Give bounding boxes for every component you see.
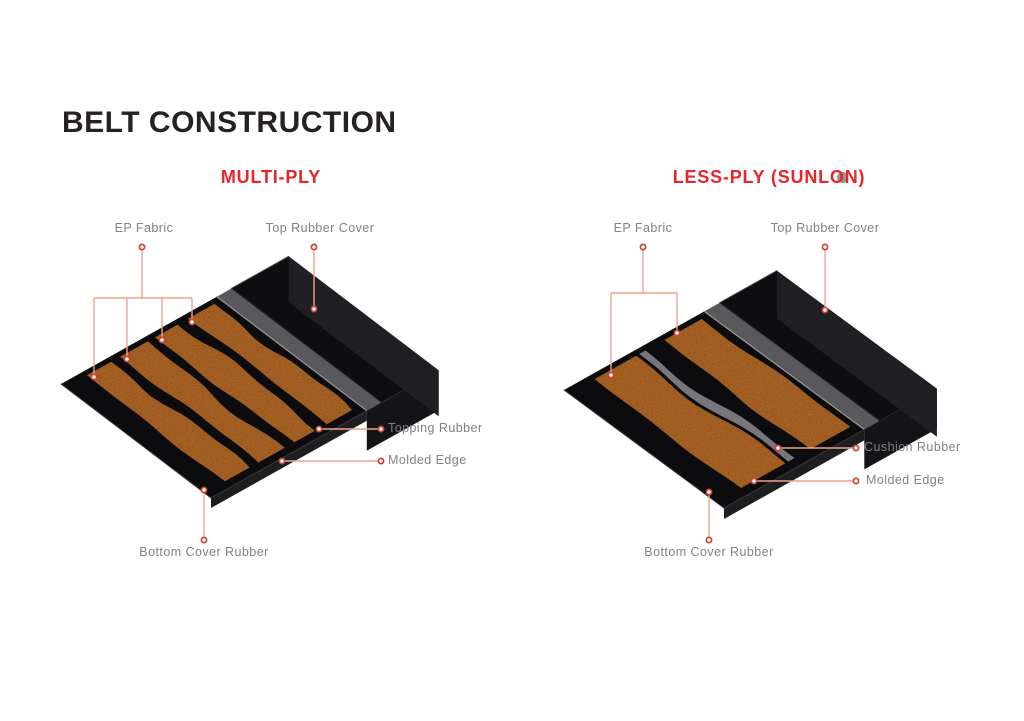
leader-dot (310, 243, 318, 251)
less-ply-belt-end-face (776, 270, 937, 437)
leader-dot (377, 425, 385, 433)
label-bottom-cover-rubber-less: Bottom Cover Rubber (644, 545, 774, 559)
leader-dot (774, 444, 782, 452)
multi-ply-belt-top-cover-seam (231, 287, 383, 403)
less-ply-annotations (607, 243, 860, 544)
label-bottom-cover-rubber-multi: Bottom Cover Rubber (139, 545, 269, 559)
multi-ply-belt-front-face (211, 410, 367, 508)
leader-dot (158, 336, 166, 344)
label-ep-fabric-less: EP Fabric (613, 221, 673, 235)
leader-dot (673, 329, 681, 337)
label-cushion-rubber: Cushion Rubber (864, 440, 961, 454)
multi-ply-belt-left-rim (60, 383, 212, 499)
multi-ply-belt-top-cover-far-rim (231, 255, 290, 289)
leader-dot (315, 425, 323, 433)
less-ply-belt-step-highlight-edge (703, 310, 865, 430)
leader-dot (123, 355, 131, 363)
leader-dot (705, 536, 713, 544)
leader-dot (852, 477, 860, 485)
fabric-ply-4 (187, 303, 352, 425)
label-top-rubber-cover-less: Top Rubber Cover (770, 221, 880, 235)
diagram-heading-multi-ply: MULTI-PLY (220, 167, 322, 187)
cushion-torn-edge (639, 350, 795, 462)
leader-dot (200, 486, 208, 494)
fabric-ply-2 (664, 319, 851, 450)
less-ply-belt-top-cover-seam (719, 302, 881, 422)
leader-dot (310, 305, 318, 313)
diagram-heading-less-ply: LESS-PLY (SUNLON) (672, 167, 866, 187)
label-topping-rubber: Topping Rubber (388, 421, 483, 435)
fabric-ply-3 (155, 324, 315, 443)
leader-dot (852, 444, 860, 452)
leader-dot (377, 457, 385, 465)
less-ply-belt-front-face (724, 429, 865, 519)
leader-dot (90, 373, 98, 381)
leader-dot (607, 371, 615, 379)
less-ply-belt-top-cover-far-rim (719, 270, 778, 304)
less-ply-belt-molded-edge-rim (723, 428, 865, 509)
leader-dot (750, 477, 758, 485)
fabric-ply-1 (87, 361, 250, 482)
leader-dot (200, 536, 208, 544)
multi-ply-belt-step-highlight-edge (216, 296, 368, 412)
leader-dot (639, 243, 647, 251)
label-top-rubber-cover-multi: Top Rubber Cover (265, 221, 375, 235)
fabric-ply-2 (120, 341, 285, 463)
multi-ply-belt-illustration (60, 255, 439, 508)
fabric-ply-1 (594, 355, 786, 488)
less-ply-belt-left-rim (563, 389, 725, 509)
leader-dot (821, 306, 829, 314)
multi-ply-belt-molded-edge-rim (210, 410, 368, 499)
label-ep-fabric-multi: EP Fabric (114, 221, 174, 235)
label-molded-edge-multi: Molded Edge (388, 453, 467, 467)
multi-ply-belt-step-gray-face (216, 288, 382, 411)
sunlon-o-gray-dot (837, 172, 848, 183)
leader-dot (821, 243, 829, 251)
page-title: BELT CONSTRUCTION (62, 106, 397, 139)
label-molded-edge-less: Molded Edge (866, 473, 945, 487)
leader-dot (138, 243, 146, 251)
leader-dot (705, 488, 713, 496)
multi-ply-belt-end-face (288, 256, 439, 417)
leader-dot (188, 318, 196, 326)
less-ply-belt-illustration (563, 270, 937, 519)
multi-ply-annotations (90, 243, 385, 544)
less-ply-belt-step-gray-face (704, 302, 880, 430)
leader-dot (278, 457, 286, 465)
